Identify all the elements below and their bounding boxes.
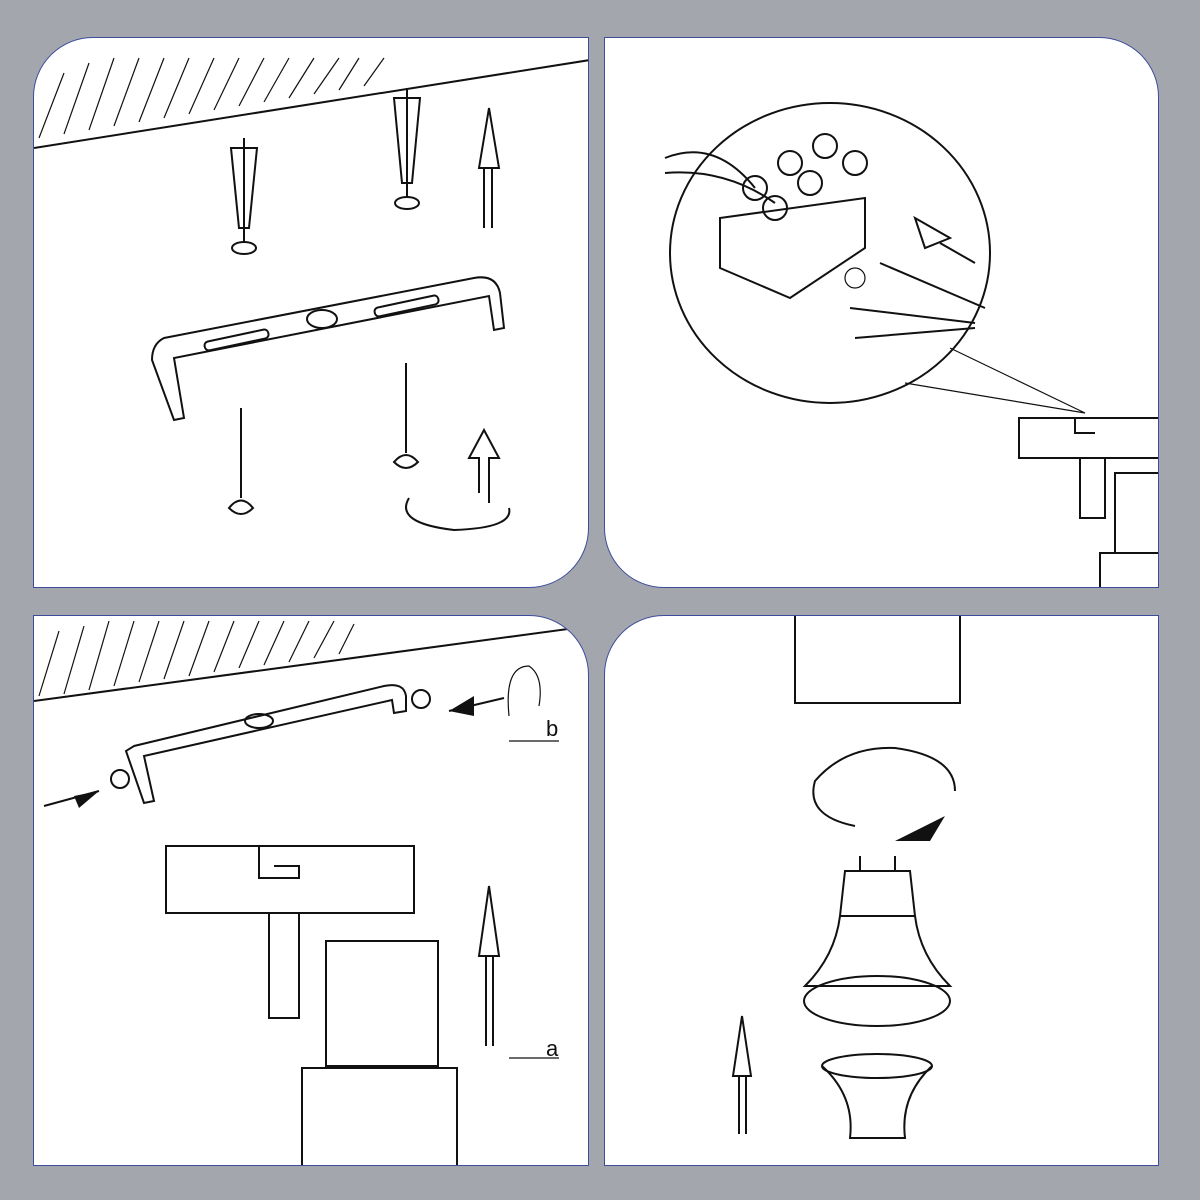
wall-plug-icon bbox=[229, 138, 259, 255]
detail-b-sketch bbox=[507, 665, 559, 742]
arrow-up-icon bbox=[731, 1015, 753, 1134]
bracket-mounting-illustration bbox=[34, 57, 588, 532]
lamp-body bbox=[268, 912, 458, 1165]
lamp-cover bbox=[821, 1053, 933, 1139]
step-panel-connect-wires bbox=[604, 37, 1159, 588]
arrow-icon bbox=[913, 215, 976, 264]
fixture-attach-illustration bbox=[34, 620, 588, 1165]
rotate-arrow-icon bbox=[405, 427, 511, 532]
label-b: b bbox=[546, 716, 559, 741]
arrow-up-icon bbox=[477, 107, 501, 228]
label-a: a bbox=[546, 1036, 559, 1061]
bulb-insert-illustration bbox=[731, 616, 961, 1139]
rotate-arrow-icon bbox=[812, 746, 956, 841]
lamp-body bbox=[794, 616, 961, 704]
ceiling-plate bbox=[165, 845, 415, 914]
ceiling-plate bbox=[1018, 417, 1158, 459]
zoom-callout bbox=[669, 102, 1086, 414]
wall-plug-icon bbox=[392, 88, 422, 210]
mounting-bracket bbox=[110, 684, 431, 805]
earth-symbol-icon bbox=[844, 267, 866, 289]
terminal-block bbox=[719, 133, 868, 300]
ceiling-hatching bbox=[34, 57, 588, 149]
ceiling-hatching bbox=[34, 620, 588, 702]
step-panel-mount-bracket bbox=[33, 37, 589, 588]
step-panel-insert-bulb bbox=[604, 615, 1159, 1166]
wires bbox=[664, 151, 986, 339]
arrow-icon bbox=[43, 696, 505, 808]
lamp-body bbox=[1079, 457, 1158, 587]
screw-icon bbox=[227, 408, 255, 515]
gu10-bulb bbox=[802, 856, 953, 1027]
wiring-illustration bbox=[664, 102, 1158, 587]
mounting-bracket bbox=[150, 276, 506, 422]
arrow-up-icon bbox=[477, 885, 501, 1046]
step-panel-attach-fixture: b a bbox=[33, 615, 589, 1166]
screw-icon bbox=[392, 363, 420, 469]
